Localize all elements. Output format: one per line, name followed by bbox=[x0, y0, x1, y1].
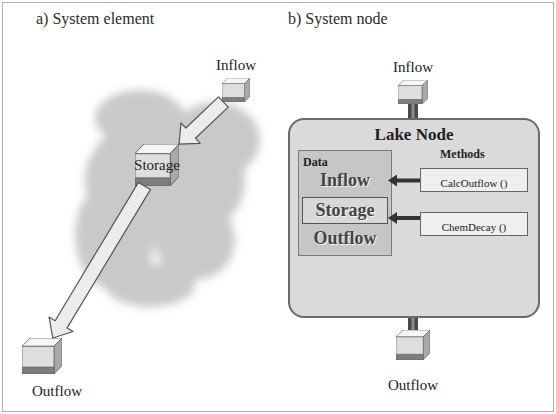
flow-arrow bbox=[49, 182, 150, 338]
method-box: ChemDecay () bbox=[420, 212, 528, 236]
data-item: Inflow bbox=[302, 169, 388, 193]
method-box: CalcOutflow () bbox=[420, 168, 528, 192]
call-arrow bbox=[388, 212, 420, 224]
cube-icon bbox=[22, 338, 62, 374]
store-cube: Inflow bbox=[378, 58, 448, 104]
link-bar bbox=[413, 104, 414, 118]
node-text: Storage bbox=[316, 200, 375, 221]
node-text: Inflow bbox=[216, 57, 256, 74]
data-item: Outflow bbox=[302, 227, 388, 251]
link-bar bbox=[413, 318, 414, 330]
store-cube: Storage bbox=[122, 142, 192, 188]
node-text: Outflow bbox=[388, 377, 438, 394]
store-cube: Outflow bbox=[378, 330, 448, 396]
node-text: CalcOutflow () bbox=[441, 177, 508, 190]
cube-icon bbox=[396, 330, 430, 360]
cube-icon bbox=[222, 78, 250, 102]
node-text: Outflow bbox=[314, 228, 377, 249]
node-text: Lake Node bbox=[375, 125, 454, 145]
flow-arrow bbox=[179, 97, 228, 144]
section-label: Methods bbox=[440, 147, 485, 162]
panel-title: b) System node bbox=[288, 10, 388, 28]
node-text: Inflow bbox=[393, 59, 433, 76]
data-item: Storage bbox=[302, 197, 388, 224]
store-cube: Inflow bbox=[205, 56, 267, 102]
node-text: Outflow bbox=[32, 383, 82, 400]
node-text: Inflow bbox=[320, 170, 370, 191]
node-text: Data bbox=[303, 156, 328, 170]
cube-icon bbox=[398, 80, 428, 104]
panel-title: a) System element bbox=[36, 10, 154, 28]
node-text: ChemDecay () bbox=[442, 221, 506, 234]
node-text: Storage bbox=[134, 157, 180, 174]
call-arrow bbox=[388, 175, 420, 187]
store-cube: Outflow bbox=[20, 338, 104, 402]
data-box: DataInflowStorageOutflow bbox=[298, 150, 392, 256]
